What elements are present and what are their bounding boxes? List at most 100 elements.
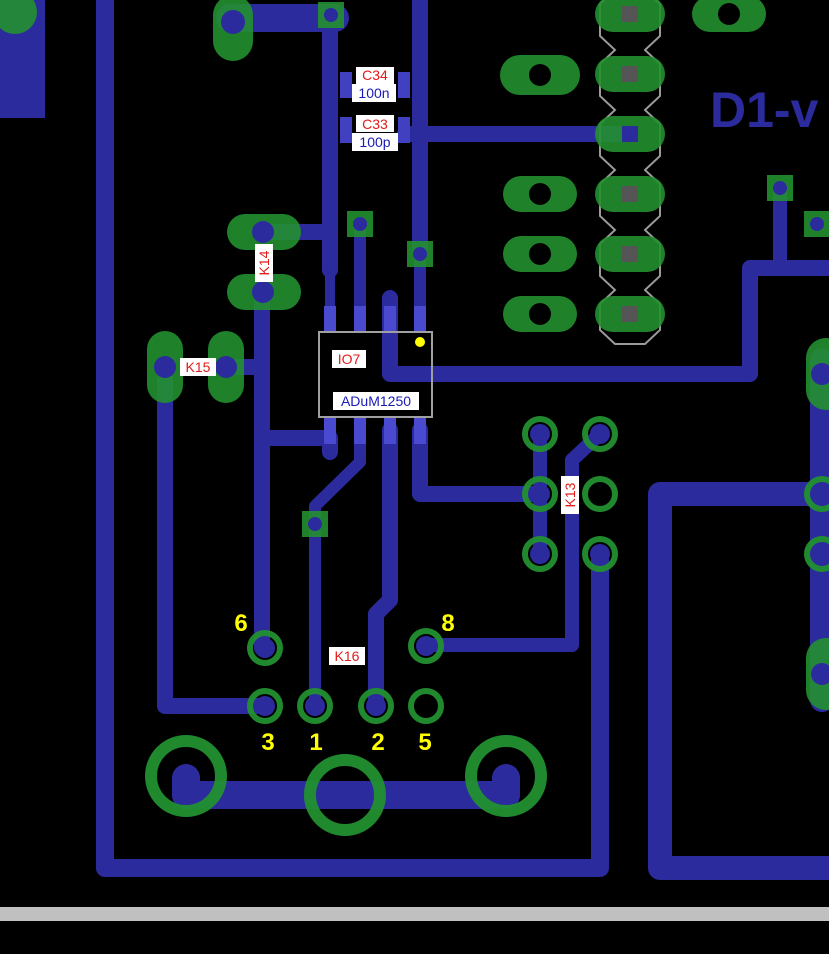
header-hole-1	[622, 6, 638, 22]
k16-mount-center	[304, 754, 386, 836]
k13-pad-5	[522, 536, 558, 572]
k16-pin-8	[408, 628, 444, 664]
io7-ref-label: IO7	[338, 351, 361, 367]
capacitor-footprints	[340, 72, 410, 143]
k13-pad-4	[582, 476, 618, 512]
pin-number-3: 3	[261, 729, 274, 756]
k16-pin-3	[247, 688, 283, 724]
track-ic-to-via	[309, 424, 366, 712]
header-pins	[595, 0, 665, 332]
k15-pads	[147, 331, 244, 403]
track-right-frame	[648, 482, 829, 880]
k14-ref-label: K14	[256, 250, 272, 275]
oval-pad-3-hole	[529, 243, 551, 265]
io7-part-label: ADuM1250	[341, 393, 411, 409]
k16-mount-right	[465, 735, 547, 817]
oval-pad-4-hole	[529, 303, 551, 325]
pin-number-2: 2	[371, 729, 384, 756]
header-designator-label: D1-v	[710, 82, 819, 138]
ic-pin-6	[384, 306, 396, 332]
board-edge-strip	[0, 907, 829, 921]
oval-pad-1-hole	[529, 64, 551, 86]
track-k15-down	[157, 359, 273, 714]
pin-number-1: 1	[309, 729, 322, 756]
k15-pad-2-core	[215, 356, 237, 378]
k14-pads	[227, 214, 301, 310]
ic-pin-2	[354, 418, 366, 444]
ic-pin-5	[414, 306, 426, 332]
c33-ref-label: C33	[362, 116, 388, 132]
k16-pin-2-core	[366, 696, 386, 716]
edge-pad-4-core	[811, 663, 829, 685]
pin-number-5: 5	[418, 729, 431, 756]
via-top-core	[324, 8, 338, 22]
via-right-1-core	[773, 181, 787, 195]
k16-pin-2	[358, 688, 394, 724]
ic-outline	[318, 331, 433, 418]
edge-pad-2	[804, 476, 829, 512]
ic-pin-3	[384, 418, 396, 444]
right-edge-pads	[804, 338, 829, 710]
ic-pin-1	[324, 418, 336, 444]
k13-pad-1	[522, 416, 558, 452]
via-ic-top-core	[413, 247, 427, 261]
track-ic-pin1	[254, 430, 338, 460]
k16-mount-left	[145, 735, 227, 817]
pads	[0, 0, 829, 836]
c33-value-label: 100p	[359, 134, 390, 150]
k13-pad-5-core	[530, 544, 550, 564]
c33-pad-left	[340, 117, 352, 143]
track-ic-pin3	[368, 422, 398, 714]
via-right-2-core	[810, 217, 824, 231]
header-hole-4	[622, 186, 638, 202]
ic-pin1-marker	[415, 337, 425, 347]
pin-number-6: 6	[234, 610, 247, 637]
k15-pad-1-core	[154, 356, 176, 378]
k14-pad-2-core	[252, 281, 274, 303]
k16-pin-3-core	[255, 696, 275, 716]
k16-pin-6-core	[255, 638, 275, 658]
via-ic-bottom-core	[308, 517, 322, 531]
k16-pin-1-core	[305, 696, 325, 716]
k13-pad-1-core	[530, 424, 550, 444]
c33-pad-right	[398, 117, 410, 143]
label-backgrounds	[180, 67, 579, 665]
k16-pin-5	[408, 688, 444, 724]
header-silkscreen	[599, 0, 661, 345]
k16-ref-label: K16	[335, 648, 360, 664]
k13-pad-3-core	[530, 484, 550, 504]
ic-pin-4	[414, 418, 426, 444]
k16-pin-1	[297, 688, 333, 724]
edge-pad-3	[804, 536, 829, 572]
c34-pad-right	[398, 72, 410, 98]
k14-pad-1-core	[252, 221, 274, 243]
pad-corner	[0, 0, 37, 34]
ic-io7	[318, 306, 433, 444]
track-ic-pin4	[412, 422, 548, 502]
c34-ref-label: C34	[362, 67, 388, 83]
oval-pad-2-hole	[529, 183, 551, 205]
edge-pad-1-core	[811, 363, 829, 385]
track-k13-right	[419, 427, 607, 652]
c34-pad-left	[340, 72, 352, 98]
k16-pads	[145, 628, 547, 836]
track-left-vertical	[96, 0, 609, 877]
k13-pad-2-core	[590, 424, 610, 444]
oval-pad-top-right-hole	[718, 3, 740, 25]
header-hole-3	[622, 126, 638, 142]
via-k14-core	[353, 217, 367, 231]
c34-value-label: 100n	[358, 85, 389, 101]
k13-pads	[522, 416, 618, 572]
pad-top-oval-hole	[221, 10, 245, 34]
k13-pad-2	[582, 416, 618, 452]
ic-pin-8	[324, 306, 336, 332]
k13-pad-6	[582, 536, 618, 572]
header-hole-2	[622, 66, 638, 82]
k16-pin-6	[247, 630, 283, 666]
k13-pad-6-core	[590, 544, 610, 564]
labels: C34 100n C33 100p K14 K15 IO7 ADuM1250 K…	[186, 67, 819, 756]
header-hole-6	[622, 306, 638, 322]
k16-pin-8-core	[416, 636, 436, 656]
header-hole-5	[622, 246, 638, 262]
